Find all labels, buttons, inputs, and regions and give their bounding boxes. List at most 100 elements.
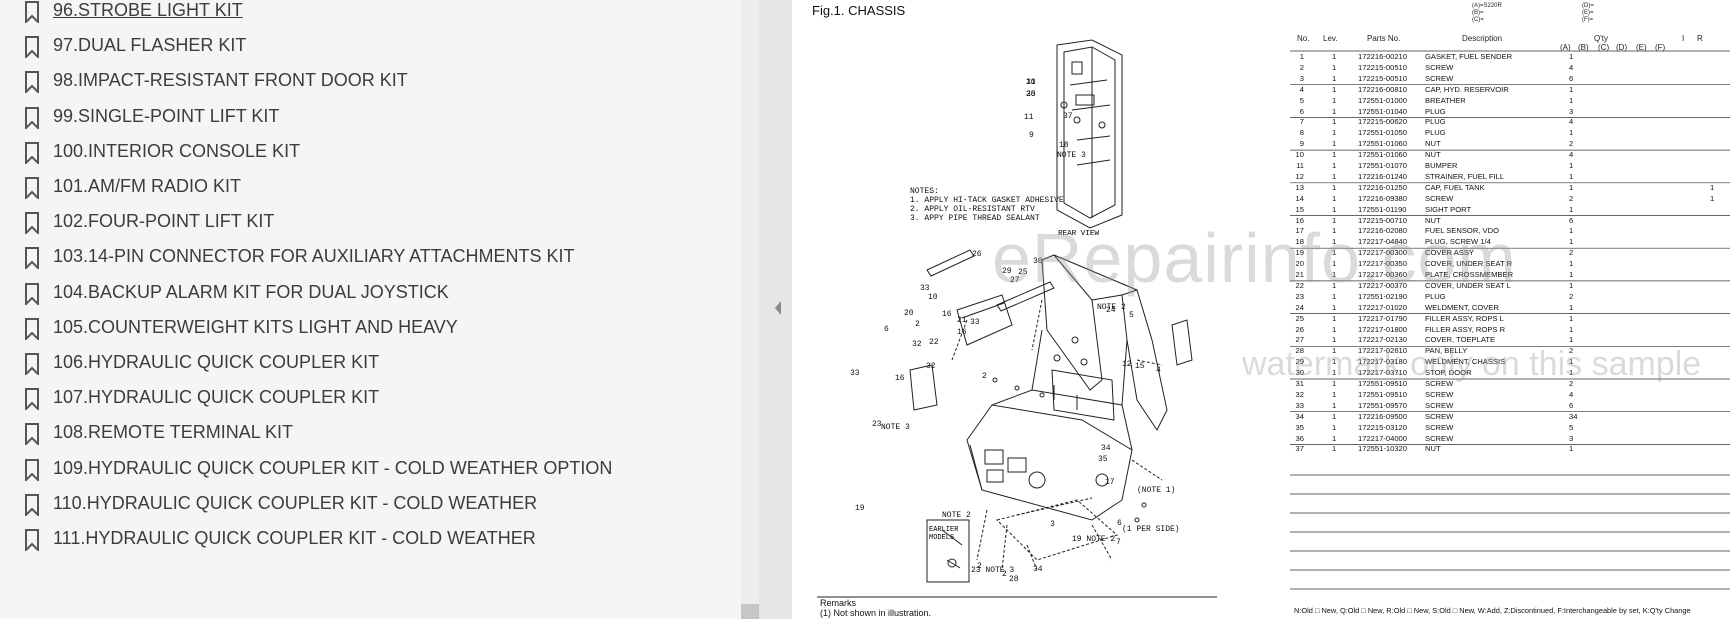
cell-desc: PLUG, SCREW 1/4 [1425,237,1491,247]
callout-label: 31 [1026,78,1036,87]
bookmark-label: 104.BACKUP ALARM KIT FOR DUAL JOYSTICK [53,281,449,302]
bookmark-label: 100.INTERIOR CONSOLE KIT [53,140,301,161]
bookmark-item[interactable]: 104.BACKUP ALARM KIT FOR DUAL JOYSTICK [0,277,741,316]
earlier-models-line: MODELS [929,534,955,542]
cell-lev: 1 [1332,259,1337,269]
callout-label: 12 [1122,360,1132,369]
cell-no: 26 [1295,324,1304,334]
col-qty: Q'ty [1594,34,1608,43]
bookmark-item[interactable]: 107.HYDRAULIC QUICK COUPLER KIT [0,382,741,421]
cell-no: 30 [1295,368,1304,378]
bookmark-item[interactable]: 98.IMPACT-RESISTANT FRONT DOOR KIT [0,65,741,104]
bookmark-label: 102.FOUR-POINT LIFT KIT [53,211,275,232]
cell-part: 172551-09510 [1358,379,1407,388]
col-r: R [1697,34,1703,43]
bookmark-item[interactable]: 96.STROBE LIGHT KIT [0,0,741,34]
bookmark-item[interactable]: 103.14-PIN CONNECTOR FOR AUXILIARY ATTAC… [0,241,741,280]
bookmark-item[interactable]: 110.HYDRAULIC QUICK COUPLER KIT - COLD W… [0,488,741,527]
callout-label: 33 [970,318,980,327]
cell-qty: 1 [1569,444,1574,454]
col-b: (B) [1578,43,1589,52]
cell-desc: SCREW [1425,422,1454,432]
bookmark-item[interactable]: 101.AM/FM RADIO KIT [0,171,741,210]
bookmark-item[interactable]: 109.HYDRAULIC QUICK COUPLER KIT - COLD W… [0,453,741,492]
col-a: (A) [1560,43,1571,52]
cell-no: 1 [1299,52,1304,61]
cell-qty: 6 [1569,73,1574,83]
bookmark-item[interactable]: 100.INTERIOR CONSOLE KIT [0,136,741,175]
bookmark-item[interactable]: 105.COUNTERWEIGHT KITS LIGHT AND HEAVY [0,312,741,351]
bookmark-item[interactable]: 108.REMOTE TERMINAL KIT [0,417,741,456]
cell-no: 13 [1295,182,1304,192]
cell-desc: FUEL SENSOR, VDO [1425,226,1499,236]
cell-part: 172216-00210 [1358,52,1407,61]
bookmark-item[interactable]: 102.FOUR-POINT LIFT KIT [0,206,741,245]
cell-part: 172551-01190 [1358,204,1407,214]
cell-desc: PLUG [1425,106,1446,116]
cell-no: 9 [1299,139,1304,149]
bookmark-label: 101.AM/FM RADIO KIT [53,176,242,196]
earlier-models-label: EARLIER MODELS [929,526,958,542]
panel-divider [759,0,792,619]
bookmark-label: 98.IMPACT-RESISTANT FRONT DOOR KIT [53,70,408,91]
cell-no: 35 [1295,422,1304,432]
cell-desc: CAP, FUEL TANK [1425,182,1485,192]
cell-qty: 6 [1569,400,1574,410]
callout-label: 32 [926,362,936,371]
bookmark-item[interactable]: 97.DUAL FLASHER KIT [0,30,741,69]
callout-label: 26 [972,250,982,259]
bookmark-label: 97.DUAL FLASHER KIT [53,35,247,56]
cell-lev: 1 [1332,291,1337,301]
cell-no: 24 [1295,302,1304,312]
cell-part: 172217-00300 [1358,248,1407,258]
cell-lev: 1 [1332,357,1337,367]
cell-part: 172217-03180 [1358,357,1407,367]
cell-qty: 1 [1569,171,1574,181]
col-e: (E) [1636,43,1647,52]
callout-label: 4 [1156,366,1161,375]
collapse-sidebar-icon[interactable] [772,297,784,319]
cell-lev: 1 [1332,346,1337,356]
callout-label: 27 [1010,276,1020,285]
cell-no: 28 [1295,346,1304,356]
bookmark-label: 99.SINGLE-POINT LIFT KIT [53,105,280,126]
cell-lev: 1 [1332,280,1337,290]
callout-label: 10 [928,293,938,302]
col-desc: Description [1462,34,1503,43]
sidebar-scrollbar[interactable] [741,0,759,619]
bookmark-label: 106.HYDRAULIC QUICK COUPLER KIT [53,352,380,372]
cell-desc: COVER, UNDER SEAT R [1425,259,1513,269]
cell-part: 172551-01060 [1358,139,1407,149]
cell-no: 10 [1295,150,1304,160]
cell-lev: 1 [1332,161,1337,170]
cell-no: 17 [1295,226,1304,236]
cell-lev: 1 [1332,335,1337,345]
cell-desc: PLATE, CROSSMEMBER [1425,270,1514,279]
note-line: 1. APPLY HI-TACK GASKET ADHESIVE [910,196,1064,205]
bookmark-icon [25,282,39,305]
cell-desc: PLUG [1425,117,1446,127]
cell-desc: PAN, BELLY [1425,346,1468,356]
scrollbar-thumb[interactable] [741,604,759,619]
callout-label: 37 [1063,112,1073,121]
parts-table: (A)=S220R(B)=(C)=(D)=(E)=(F)= No. Lev. P… [1282,0,1736,619]
cell-desc: PLUG [1425,128,1446,138]
cell-qty: 1 [1569,52,1574,61]
bookmark-item[interactable]: 111.HYDRAULIC QUICK COUPLER KIT - COLD W… [0,523,741,562]
cell-desc: STOP, DOOR [1425,368,1472,378]
diagram-notes: NOTES: 1. APPLY HI-TACK GASKET ADHESIVE … [910,187,1064,223]
cell-qty: 1 [1569,204,1574,214]
bookmark-item[interactable]: 106.HYDRAULIC QUICK COUPLER KIT [0,347,741,386]
cell-no: 14 [1295,193,1304,203]
bookmark-item[interactable]: 99.SINGLE-POINT LIFT KIT [0,101,741,140]
cell-lev: 1 [1332,226,1337,236]
cell-part: 172551-09510 [1358,389,1407,399]
cell-qty: 1 [1569,259,1574,269]
